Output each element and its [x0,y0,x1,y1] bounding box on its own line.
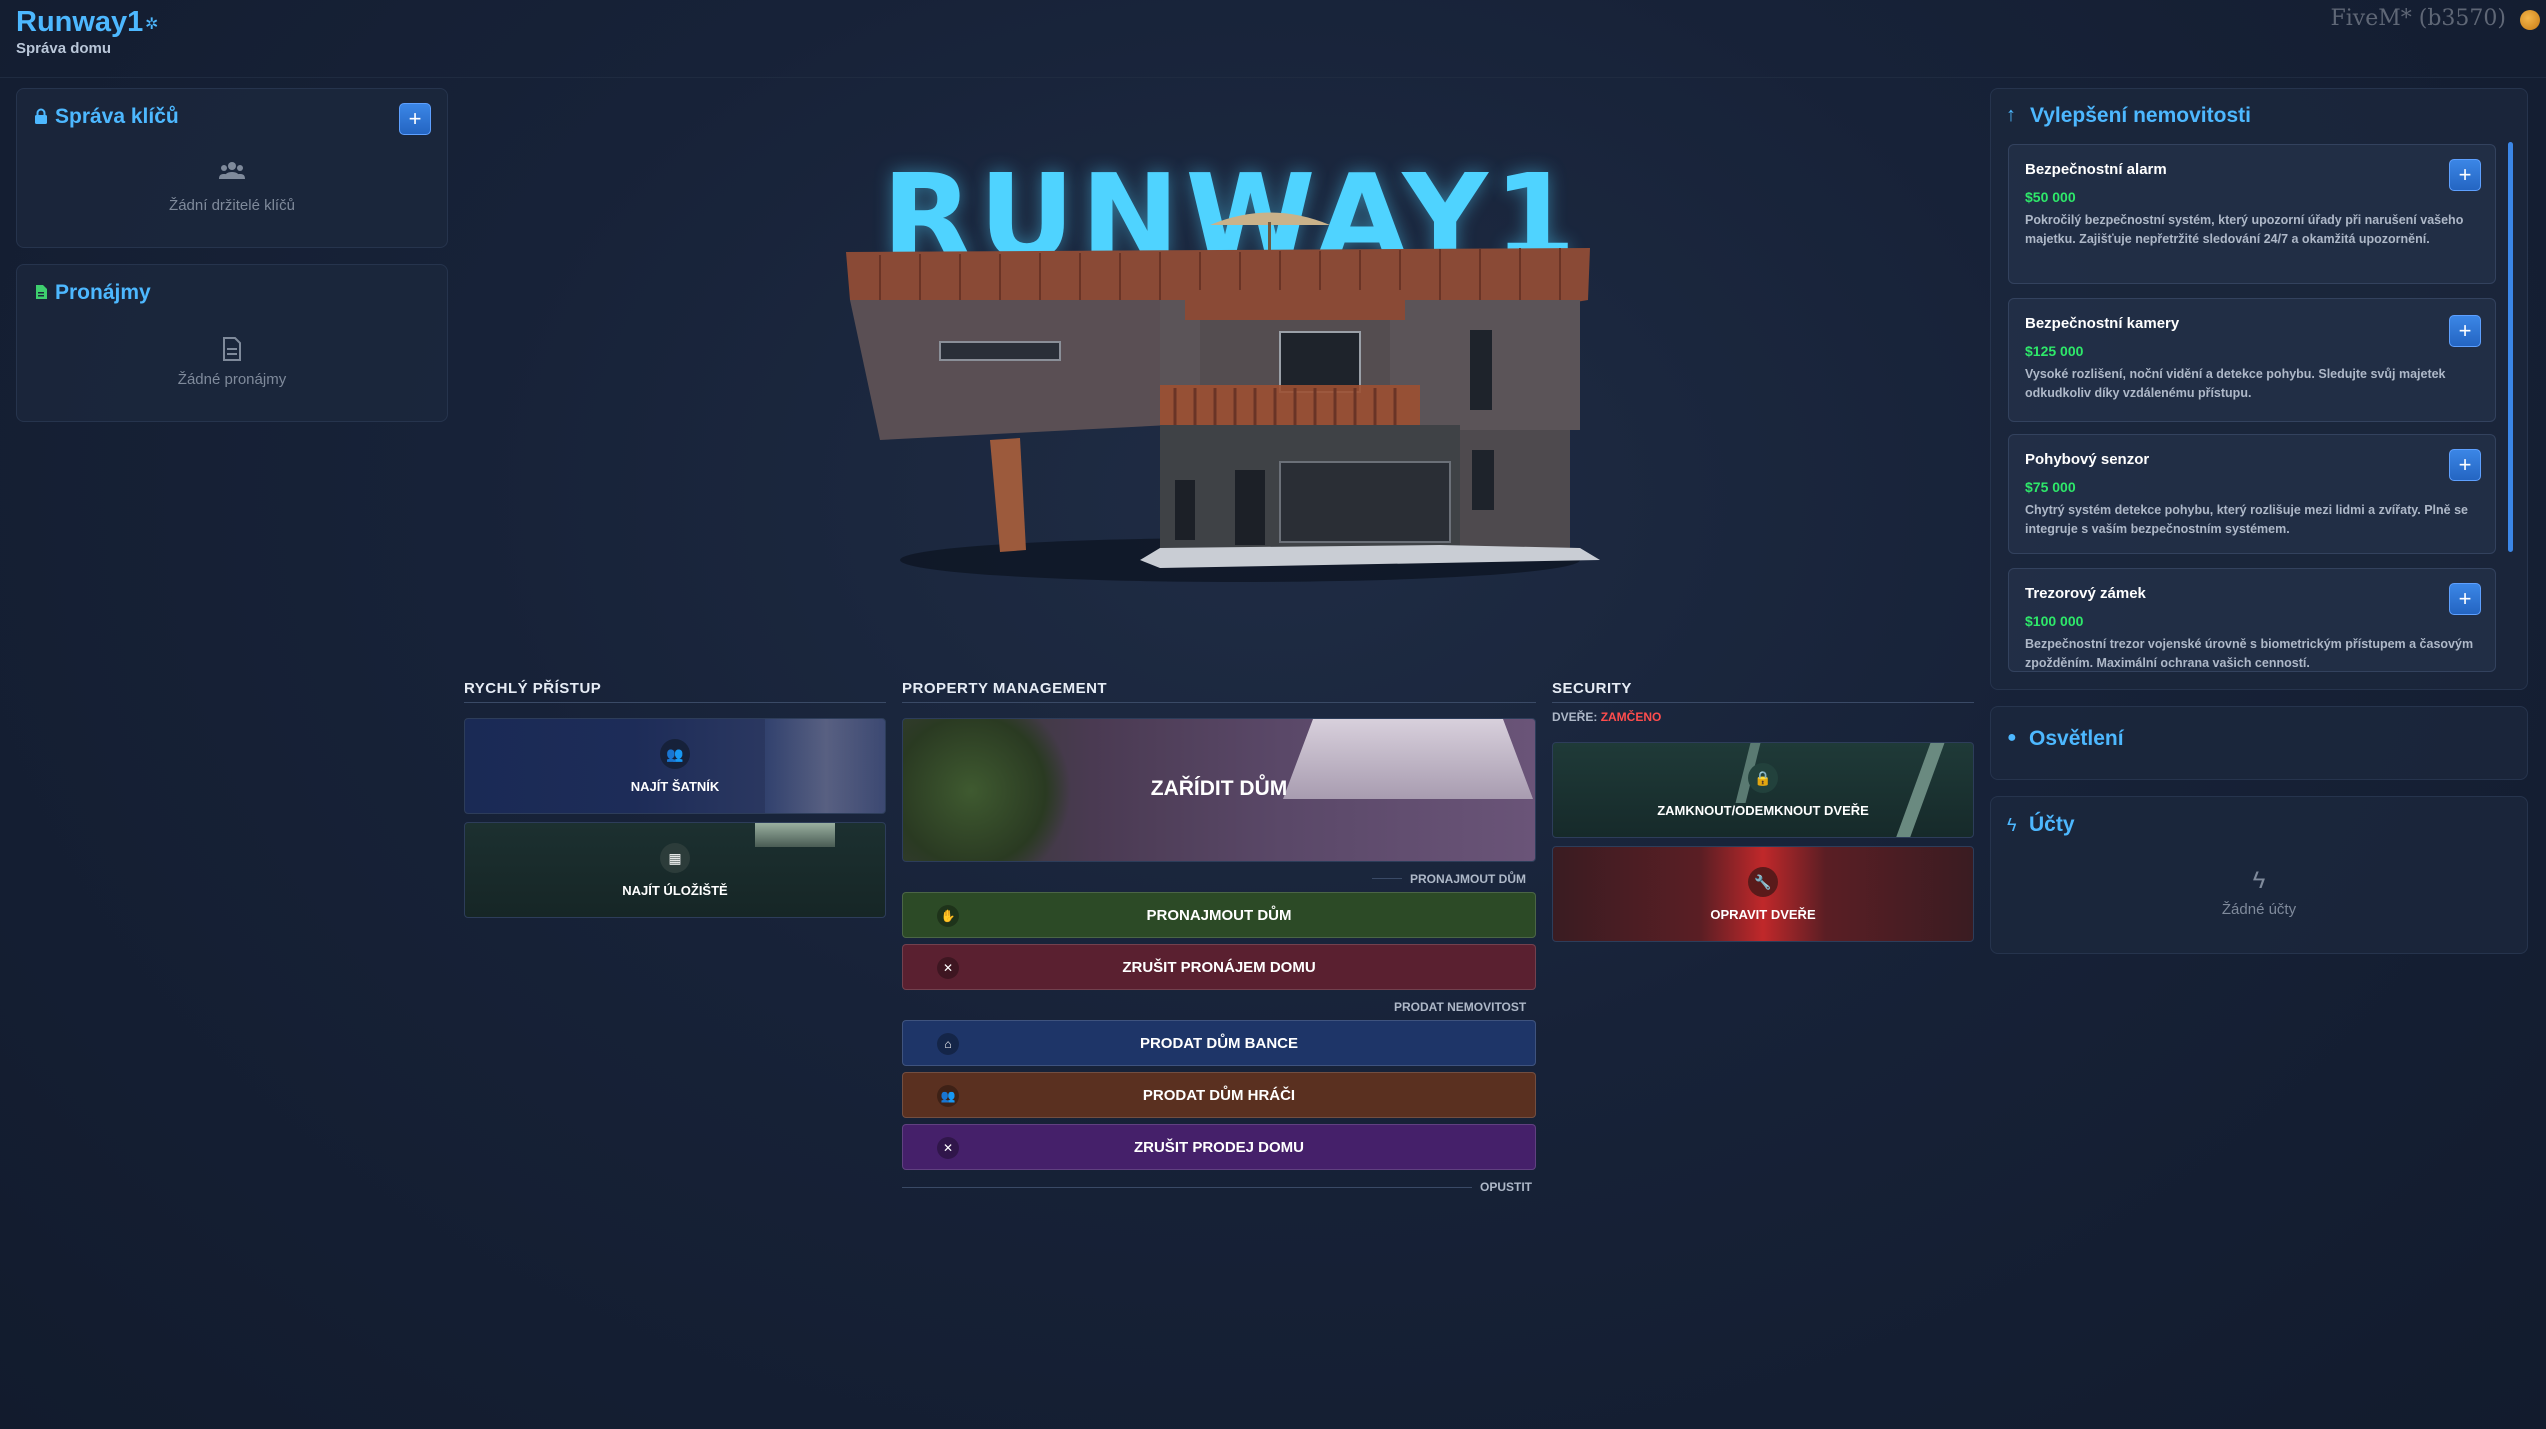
find-storage-label: NAJÍT ÚLOŽIŠTĚ [622,883,728,898]
security-heading: SECURITY [1552,680,1632,697]
close-icon: ✕ [937,957,959,979]
upgrade-name: Bezpečnostní alarm [2025,161,2167,178]
sell-to-bank-label: PRODAT DŮM BANCE [1139,1035,1299,1052]
upgrade-description: Bezpečnostní trezor vojenské úrovně s bi… [2025,637,2474,670]
upgrade-description: Vysoké rozlišení, noční vidění a detekce… [2025,367,2446,400]
rentals-panel: Pronájmy Žádné pronájmy [16,264,448,422]
upgrades-scrollbar[interactable] [2508,142,2513,552]
upgrade-name: Trezorový zámek [2025,585,2146,602]
accounts-panel: ϟ Účty ϟ Žádné účty [1990,796,2528,954]
door-status-badge: ZAMČENO [1600,710,1662,724]
home-icon: ⌂ [937,1033,959,1055]
quick-access-divider [464,702,886,703]
keys-panel-title: Správa klíčů [55,105,179,128]
management-divider [902,702,1536,703]
top-bar: Runway1 ✲ Správa domu FiveM* (b3570) [0,0,2546,78]
rent-section-label: PRONAJMOUT DŮM [1410,872,1526,886]
buy-upgrade-button[interactable]: + [2449,159,2481,191]
upgrades-panel-title: Vylepšení nemovitosti [2030,104,2251,127]
accounts-panel-title: Účty [2029,813,2075,836]
rentals-panel-title: Pronájmy [55,281,151,304]
lightbulb-icon: ● [2007,729,2017,746]
find-wardrobe-label: NAJÍT ŠATNÍK [630,779,720,794]
upgrade-price: $75 000 [2025,479,2076,495]
arrow-up-icon: ↑ [2006,104,2016,126]
upgrade-card: Bezpečnostní alarm $50 000 Pokročilý bez… [2008,144,2496,284]
buy-upgrade-button[interactable]: + [2449,449,2481,481]
page-subtitle: Správa domu [16,40,112,57]
toggle-door-lock-button[interactable]: 🔒 ZAMKNOUT/ODEMKNOUT DVEŘE [1552,742,1974,838]
upgrade-description: Chytrý systém detekce pohybu, který rozl… [2025,503,2468,536]
rent-house-label: PRONAJMOUT DŮM [1146,907,1292,924]
lock-icon: 🔒 [1748,763,1778,793]
door-label: DVEŘE: [1552,710,1598,724]
box-icon: ▦ [660,843,690,873]
sell-to-player-label: PRODAT DŮM HRÁČI [1142,1087,1296,1104]
upgrade-description: Pokročilý bezpečnostní systém, který upo… [2025,213,2464,246]
sell-section-label: PRODAT NEMOVITOST [1394,1000,1527,1014]
accounts-empty-text: Žádné účty [2221,901,2297,918]
find-wardrobe-button[interactable]: 👥 NAJÍT ŠATNÍK [464,718,886,814]
find-storage-button[interactable]: ▦ NAJÍT ÚLOŽIŠTĚ [464,822,886,918]
wrench-icon: 🔧 [1748,867,1778,897]
cancel-sale-label: ZRUŠIT PRODEJ DOMU [1133,1139,1304,1156]
upgrade-name: Bezpečnostní kamery [2025,315,2180,332]
upgrade-name: Pohybový senzor [2025,451,2150,468]
users-icon [17,161,447,185]
upgrade-price: $125 000 [2025,343,2084,359]
management-heading: PROPERTY MANAGEMENT [902,680,1108,697]
upgrade-price: $100 000 [2025,613,2084,629]
cancel-sale-button[interactable]: ✕ ZRUŠIT PRODEJ DOMU [902,1124,1536,1170]
upgrade-card: Pohybový senzor $75 000 Chytrý systém de… [2008,434,2496,554]
bolt-icon: ϟ [2007,815,2017,835]
lighting-panel[interactable]: ● Osvětlení [1990,706,2528,780]
cancel-rent-label: ZRUŠIT PRONÁJEM DOMU [1122,959,1316,976]
keys-panel: Správa klíčů + Žádní držitelé klíčů [16,88,448,248]
hand-money-icon: ✋ [937,905,959,927]
add-key-holder-button[interactable]: + [399,103,431,135]
settings-gear-icon[interactable]: ✲ [145,16,159,33]
fivem-logo-icon [2520,10,2540,30]
handle-decoration [1895,743,1945,837]
toggle-door-lock-label: ZAMKNOUT/ODEMKNOUT DVEŘE [1657,803,1869,818]
leave-section-label[interactable]: OPUSTIT [1480,1180,1533,1194]
document-icon [36,285,47,299]
users-icon: 👥 [937,1085,959,1107]
security-divider [1552,702,1974,703]
repair-door-button[interactable]: 🔧 OPRAVIT DVEŘE [1552,846,1974,942]
door-status-row: DVEŘE: ZAMČENO [1552,710,1661,724]
buy-upgrade-button[interactable]: + [2449,315,2481,347]
keys-empty-text: Žádní držitelé klíčů [169,197,295,214]
leave-section-divider [902,1187,1472,1188]
close-icon: ✕ [937,1137,959,1159]
upgrade-card: Bezpečnostní kamery $125 000 Vysoké rozl… [2008,298,2496,422]
curtain-decoration [765,719,885,813]
rent-section-divider [1372,878,1402,879]
users-icon: 👥 [660,739,690,769]
lamp-decoration [755,823,835,847]
plant-decoration [903,719,1073,861]
lock-icon [35,108,47,124]
upgrade-price: $50 000 [2025,189,2076,205]
fivem-build-label: FiveM* (b3570) [2330,6,2506,31]
furnish-house-button[interactable]: ZAŘÍDIT DŮM [902,718,1536,862]
repair-door-label: OPRAVIT DVEŘE [1710,907,1816,922]
rent-house-button[interactable]: ✋ PRONAJMOUT DŮM [902,892,1536,938]
buy-upgrade-button[interactable]: + [2449,583,2481,615]
bolt-icon: ϟ [2252,867,2266,894]
lamp-shade-decoration [1283,719,1533,799]
furnish-house-label: ZAŘÍDIT DŮM [1150,777,1288,800]
lighting-panel-title: Osvětlení [2029,727,2124,750]
cancel-rent-button[interactable]: ✕ ZRUŠIT PRONÁJEM DOMU [902,944,1536,990]
file-icon [17,337,447,367]
sell-to-player-button[interactable]: 👥 PRODAT DŮM HRÁČI [902,1072,1536,1118]
quick-access-heading: RYCHLÝ PŘÍSTUP [464,680,602,697]
upgrade-card: Trezorový zámek $100 000 Bezpečnostní tr… [2008,568,2496,672]
property-title: Runway1 [16,6,144,38]
sell-to-bank-button[interactable]: ⌂ PRODAT DŮM BANCE [902,1020,1536,1066]
house-illustration [846,212,1600,582]
rentals-empty-text: Žádné pronájmy [177,371,287,388]
